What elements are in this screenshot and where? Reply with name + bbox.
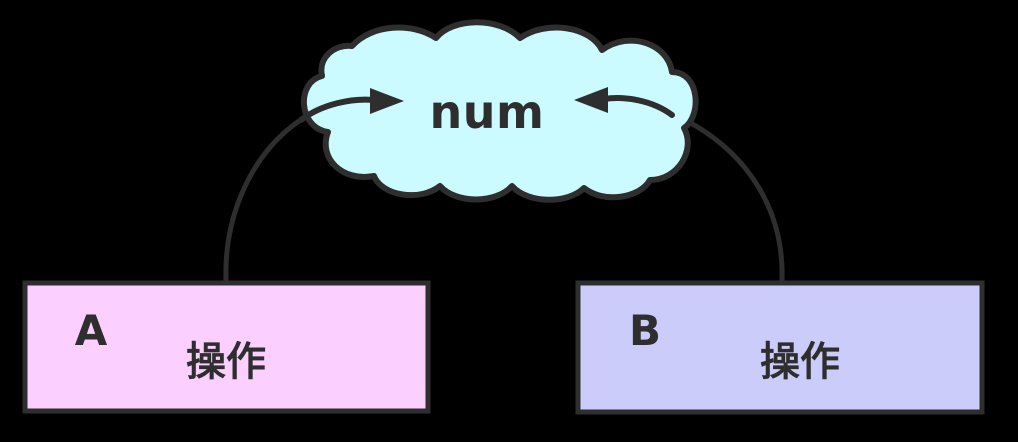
connector-b-to-num [670, 111, 785, 283]
actor-box-a-rect [22, 280, 431, 414]
actor-box-a-operation: 操作 [186, 339, 266, 385]
arrow-left-shaft [298, 96, 377, 123]
actor-box-b[interactable]: B 操作 [575, 280, 985, 415]
actor-box-b-rect [575, 280, 985, 415]
connector-a-line [223, 116, 305, 283]
arrow-left-head [370, 88, 404, 114]
cloud-node-num[interactable]: num [298, 19, 699, 203]
actor-box-b-operation: 操作 [760, 339, 840, 385]
arrow-right-shaft [601, 95, 675, 118]
connector-b-line [670, 111, 785, 283]
actor-box-a[interactable]: A 操作 [22, 280, 431, 414]
connector-a-to-num [223, 116, 305, 283]
cloud-label-num: num [430, 85, 545, 139]
actor-box-a-letter: A [75, 306, 108, 355]
actor-box-b-letter: B [629, 306, 661, 355]
arrow-right-head [574, 87, 608, 113]
cloud-shape [300, 19, 699, 203]
